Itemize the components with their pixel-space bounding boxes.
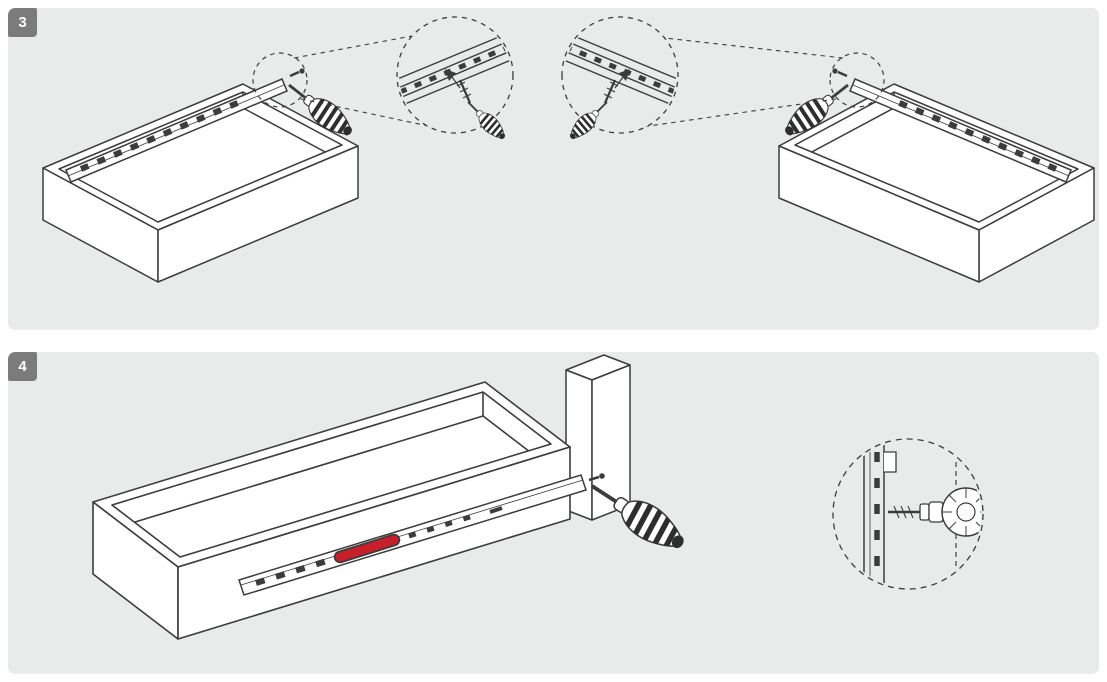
detail-view <box>832 438 984 590</box>
detail-view-left <box>395 17 516 145</box>
screw-icon <box>588 473 605 482</box>
slide-rail <box>238 474 587 596</box>
detail-view-right <box>559 17 680 145</box>
release-lever <box>333 533 401 564</box>
rail-profile <box>863 441 957 587</box>
cabinet-side-panel <box>565 354 631 521</box>
step-4-badge: 4 <box>8 352 37 381</box>
drawer-right-figure <box>777 53 1094 282</box>
step-3-badge: 3 <box>8 8 37 37</box>
step-4-illustration <box>92 354 984 640</box>
step-3-illustration <box>8 8 1099 330</box>
screw-icon <box>888 503 930 521</box>
step-4-panel: 4 <box>8 352 1099 674</box>
drawer-left-figure <box>43 53 360 282</box>
step-3-panel: 3 <box>8 8 1099 330</box>
zoom-connectors <box>293 35 844 128</box>
knob-screwdriver-icon <box>928 487 981 537</box>
